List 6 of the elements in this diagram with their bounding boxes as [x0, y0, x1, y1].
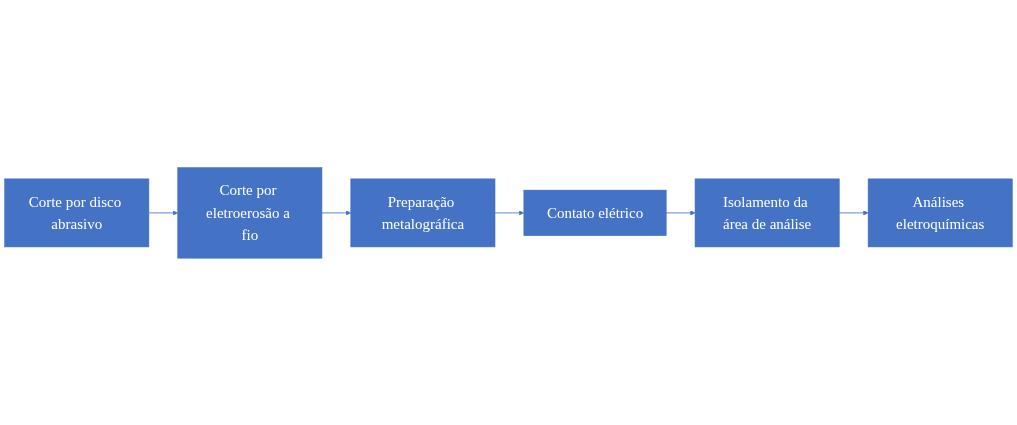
node-box: Isolamento da área de análise [694, 178, 840, 247]
node-box: Corte por eletroerosão a fio [177, 166, 323, 259]
node-box: Análises eletroquímicas [867, 178, 1013, 247]
node-box: Corte por disco abrasivo [4, 178, 150, 247]
node-box: Contato elétrico [523, 189, 667, 236]
node-box: Preparação metalográfica [350, 178, 496, 247]
